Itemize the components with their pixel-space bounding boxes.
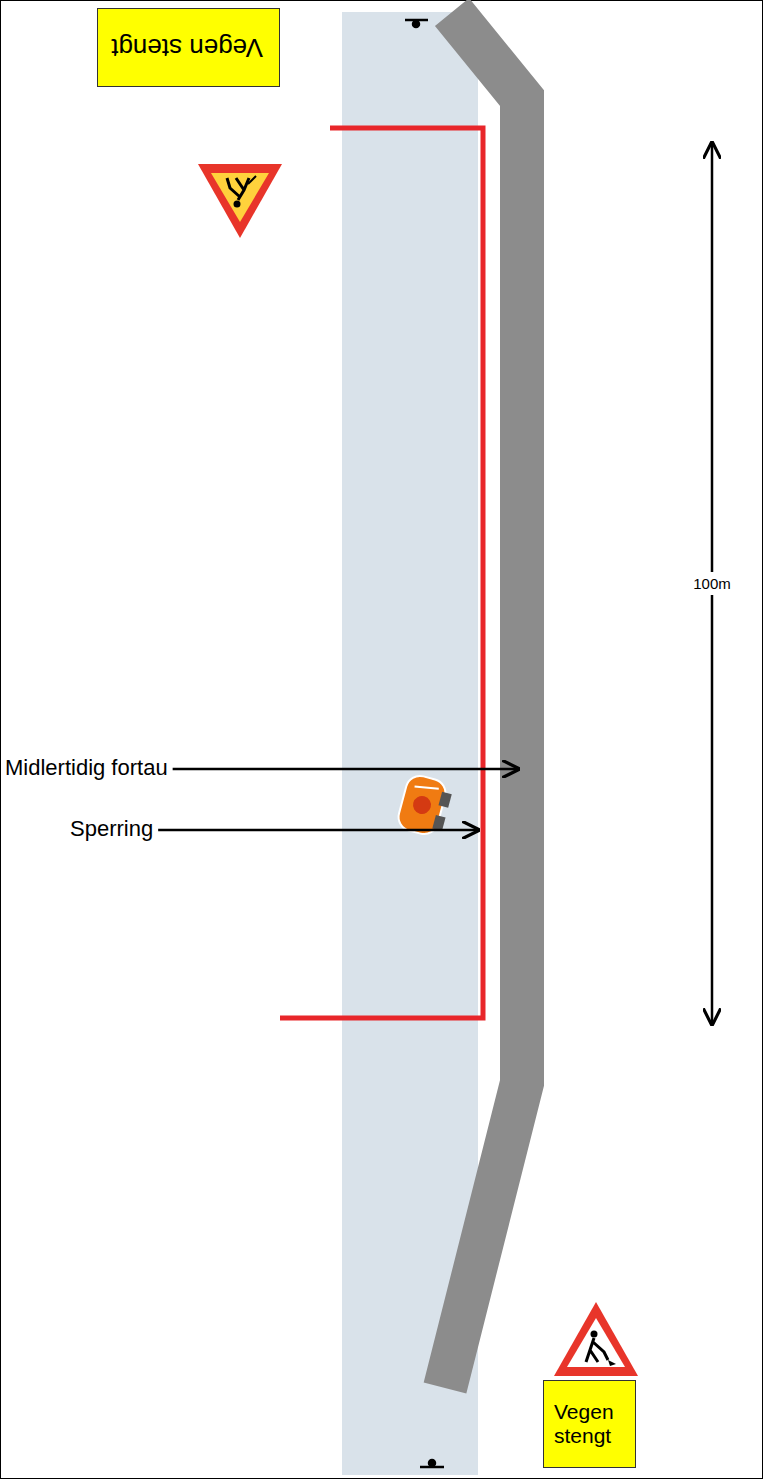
leader-line (173, 768, 518, 771)
sign-text: Vegen stengt (550, 1400, 629, 1448)
dimension-label: 100m (692, 572, 732, 595)
callout-label: Sperring (70, 816, 153, 842)
callout-label: Midlertidig fortau (5, 755, 168, 781)
barrier (280, 128, 483, 1018)
roadwork-sign (198, 164, 282, 238)
sign-post (405, 20, 444, 1467)
road-closed-sign: Vegen stengt (543, 1380, 636, 1468)
sign-text: Vegen stengt (104, 33, 273, 63)
leader-line (158, 829, 478, 832)
road-closed-sign: Vegen stengt (97, 8, 280, 87)
roadwork-sign (554, 1302, 638, 1376)
